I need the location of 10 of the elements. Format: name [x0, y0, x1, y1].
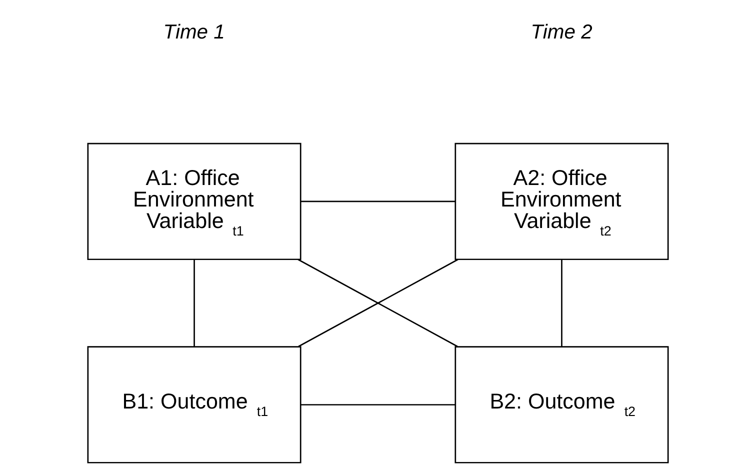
label: Time 1 [162, 21, 224, 44]
node-box: A2: Office Environment Variable $_{t2}$ [454, 142, 668, 260]
connector [193, 259, 194, 346]
connector [300, 200, 455, 202]
connector [560, 259, 562, 346]
node-box: A1: Office Environment Variable $_{t1}$ [86, 142, 301, 260]
node-box: B2: Outcome $_{t2}$ [454, 346, 668, 463]
connector [300, 404, 455, 405]
label: Time 2 [530, 21, 592, 44]
node-box: B1: Outcome $_{t1}$ [86, 346, 301, 463]
